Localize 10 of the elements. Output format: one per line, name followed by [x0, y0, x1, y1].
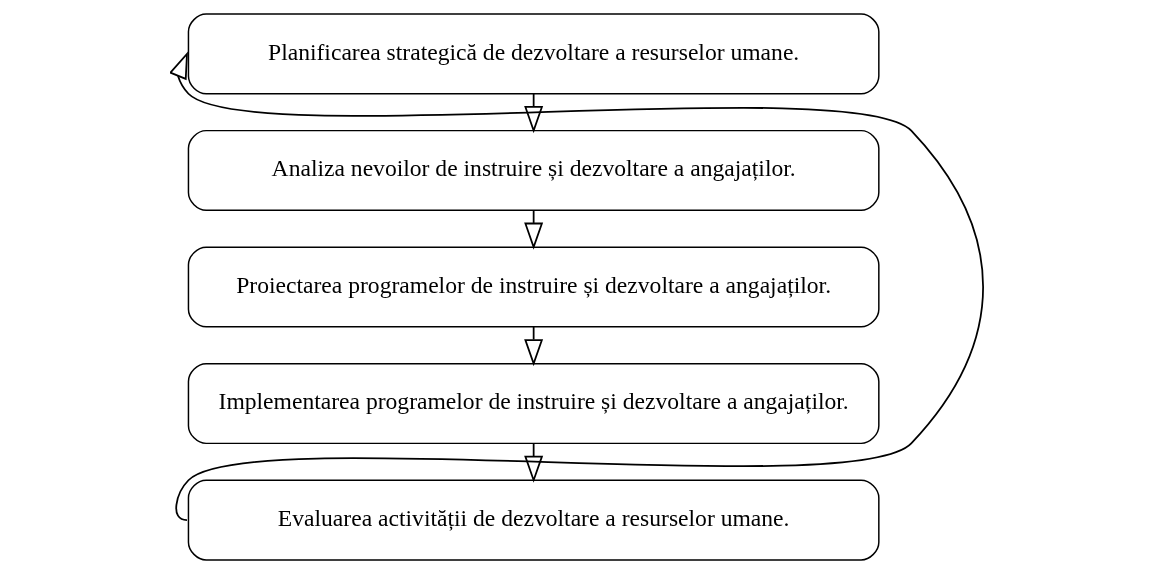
arrow	[523, 326, 543, 367]
node-box: Proiectarea programelor de instruire și dezvoltare a angajaților.	[187, 246, 880, 328]
arrow	[523, 92, 543, 134]
node-box: Implementarea programelor de instruire și dezvoltare a angajaților.	[187, 362, 880, 445]
node-box: Evaluarea activității de dezvoltare a resurselor umane.	[187, 479, 880, 561]
arrow	[169, 51, 984, 521]
arrow	[523, 209, 543, 250]
node-box: Analiza nevoilor de instruire și dezvoltare a angajaților.	[187, 129, 880, 212]
node-box: Planificarea strategică de dezvoltare a resurselor umane.	[187, 13, 880, 95]
arrow	[523, 442, 543, 483]
